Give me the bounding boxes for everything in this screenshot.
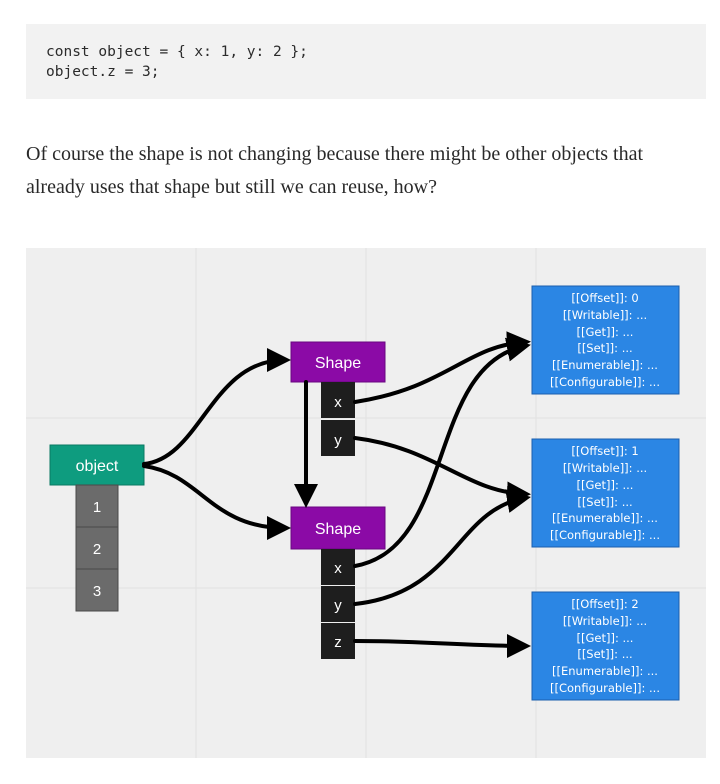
object-node: object 1 2 3 xyxy=(49,444,145,612)
value-cell xyxy=(75,568,119,612)
descriptor-line: [[Enumerable]]: ... xyxy=(552,664,658,678)
descriptor-box-2: [[Offset]]: 1 [[Writable]]: ... [[Get]]:… xyxy=(531,438,680,548)
key-cell-label: y xyxy=(334,432,342,449)
shape-label: Shape xyxy=(315,355,361,372)
arrow-object-to-shape2 xyxy=(142,464,291,540)
object-header xyxy=(49,444,145,486)
descriptor-line: [[Set]]: ... xyxy=(577,495,632,509)
shape-node-2: Shape x y z xyxy=(290,506,386,659)
descriptor-line: [[Offset]]: 2 xyxy=(571,597,638,611)
arrow-shape2-z xyxy=(353,633,531,658)
key-cell xyxy=(321,549,355,585)
descriptor-line: [[Set]]: ... xyxy=(577,647,632,661)
descriptor-box-3: [[Offset]]: 2 [[Writable]]: ... [[Get]]:… xyxy=(531,591,680,701)
key-cell-label: x xyxy=(334,560,342,577)
arrow-object-to-shape1 xyxy=(142,348,291,466)
arrows xyxy=(142,331,531,658)
descriptor-line: [[Get]]: ... xyxy=(577,631,634,645)
key-cell xyxy=(321,382,355,418)
descriptor-box-1: [[Offset]]: 0 [[Writable]]: ... [[Get]]:… xyxy=(531,285,680,395)
descriptor-line: [[Set]]: ... xyxy=(577,341,632,355)
arrow-shape1-y xyxy=(353,436,531,506)
diagram-canvas: object 1 2 3 Shape x y Shape x y z xyxy=(26,248,706,758)
code-line-2: object.z = 3; xyxy=(46,64,160,80)
key-cell-label: y xyxy=(334,597,342,614)
descriptor-line: [[Get]]: ... xyxy=(577,325,634,339)
key-cell xyxy=(321,420,355,456)
key-cell-label: x xyxy=(334,394,342,411)
body-paragraph: Of course the shape is not changing beca… xyxy=(26,143,644,198)
arrow-shape1-x xyxy=(353,331,531,404)
shape-label: Shape xyxy=(315,521,361,538)
code-block: const object = { x: 1, y: 2 }; object.z … xyxy=(26,24,706,99)
descriptor-line: [[Offset]]: 0 xyxy=(571,291,638,305)
key-cell xyxy=(321,623,355,659)
descriptor-line: [[Writable]]: ... xyxy=(563,461,647,475)
descriptor-line: [[Writable]]: ... xyxy=(563,614,647,628)
descriptor-line: [[Configurable]]: ... xyxy=(550,375,660,389)
arrow-shape2-x xyxy=(353,337,531,568)
shape-node-1: Shape x y xyxy=(290,341,386,456)
descriptor-line: [[Enumerable]]: ... xyxy=(552,358,658,372)
key-cell-label: z xyxy=(334,634,342,651)
descriptor-line: [[Get]]: ... xyxy=(577,478,634,492)
descriptor-line: [[Writable]]: ... xyxy=(563,308,647,322)
descriptor-line: [[Enumerable]]: ... xyxy=(552,511,658,525)
arrow-shape2-y xyxy=(353,489,531,606)
shape-diagram: object 1 2 3 Shape x y Shape x y z xyxy=(26,248,706,758)
descriptor-line: [[Offset]]: 1 xyxy=(571,444,638,458)
value-cell-label: 1 xyxy=(93,499,101,516)
key-cell xyxy=(321,586,355,622)
value-cell-label: 3 xyxy=(93,583,101,600)
descriptor-line: [[Configurable]]: ... xyxy=(550,681,660,695)
descriptor-line: [[Configurable]]: ... xyxy=(550,528,660,542)
object-label: object xyxy=(76,458,119,475)
shape-header xyxy=(290,341,386,383)
value-cell-label: 2 xyxy=(93,541,101,558)
code-line-1: const object = { x: 1, y: 2 }; xyxy=(46,44,308,60)
